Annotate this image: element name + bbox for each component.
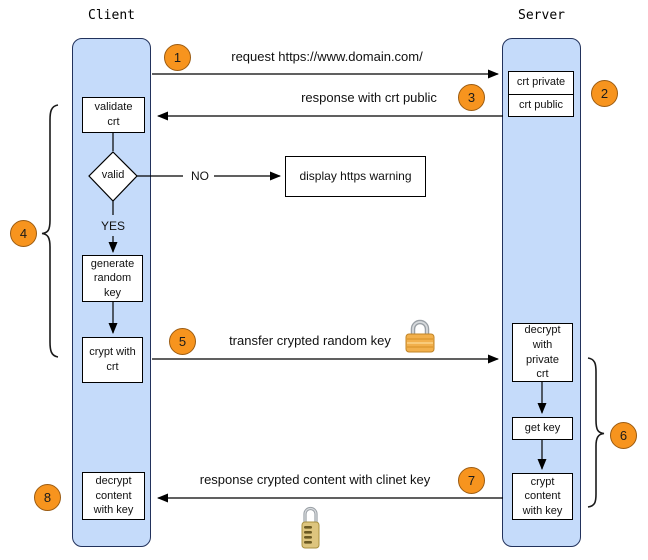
step-badge-2: 2 <box>591 80 618 107</box>
crypt-content-box: crypt content with key <box>512 473 573 520</box>
client-steps-brace <box>41 104 59 358</box>
step-badge-4: 4 <box>10 220 37 247</box>
server-lane-title: Server <box>518 8 565 23</box>
certificate-box: crt private crt public <box>508 71 574 117</box>
no-branch-label: NO <box>191 169 209 183</box>
padlock-icon <box>405 319 435 353</box>
generate-random-key-box: generate random key <box>82 255 143 302</box>
yes-branch-label: YES <box>100 219 125 233</box>
decrypt-with-private-crt-box: decrypt with private crt <box>512 323 573 382</box>
validate-crt-box: validate crt <box>82 97 145 133</box>
server-steps-brace <box>587 357 605 508</box>
step-badge-8: 8 <box>34 484 61 511</box>
crypt-with-crt-box: crypt with crt <box>82 337 143 383</box>
get-key-box: get key <box>512 417 573 440</box>
request-message: request https://www.domain.com/ <box>231 49 423 64</box>
crt-private-cell: crt private <box>509 72 573 95</box>
step-badge-5: 5 <box>169 328 196 355</box>
step-badge-1: 1 <box>164 44 191 71</box>
step-badge-6: 6 <box>610 422 637 449</box>
client-lane-title: Client <box>88 8 135 23</box>
response-public-message: response with crt public <box>301 90 437 105</box>
step-badge-7: 7 <box>458 467 485 494</box>
crt-public-cell: crt public <box>518 98 564 111</box>
valid-decision-label: valid <box>101 169 125 181</box>
transfer-key-message: transfer crypted random key <box>229 333 391 348</box>
step-badge-3: 3 <box>458 84 485 111</box>
https-warning-box: display https warning <box>285 156 426 197</box>
combination-lock-icon <box>301 506 320 549</box>
decrypt-content-box: decrypt content with key <box>82 472 145 520</box>
response-content-message: response crypted content with clinet key <box>199 472 431 487</box>
